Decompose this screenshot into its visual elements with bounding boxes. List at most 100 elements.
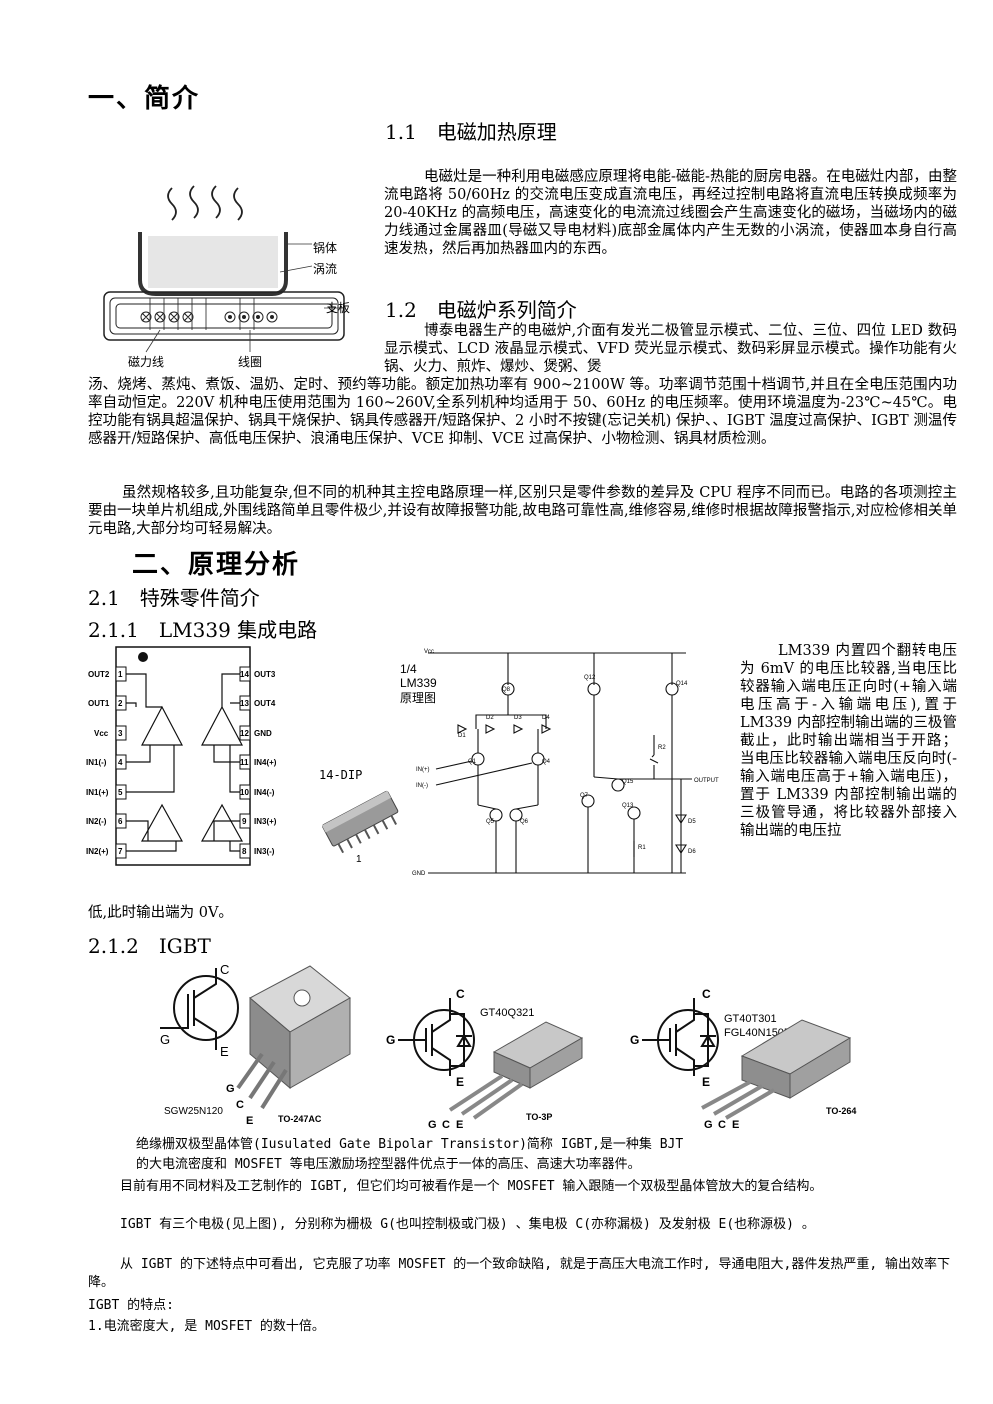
label-plate: 支板	[326, 301, 350, 315]
svg-text:G: G	[160, 1032, 170, 1047]
coil-right	[224, 311, 278, 323]
section-1-1-heading: 1.1 电磁加热原理	[385, 120, 557, 144]
pot-body	[138, 232, 288, 296]
pin-number: 13	[240, 699, 249, 708]
igbt-symbol-2	[398, 998, 475, 1076]
pin-label-right: IN3(+)	[254, 817, 277, 826]
igbt-symbol-1	[160, 968, 239, 1050]
pot-contents	[148, 236, 278, 288]
pin-label-left: IN1(-)	[86, 758, 107, 767]
section1-title: 一、简介	[88, 84, 201, 114]
svg-text:G: G	[704, 1119, 713, 1128]
svg-text:IN(+): IN(+)	[416, 767, 430, 773]
label-coil: 线圈	[238, 355, 262, 369]
svg-text:D4: D4	[542, 715, 550, 721]
dip-package: 1	[321, 790, 399, 864]
svg-text:D6: D6	[688, 849, 696, 855]
svg-text:Q5: Q5	[486, 819, 495, 825]
model-gt40t301: GT40T301	[724, 1013, 777, 1025]
pkg-to3p: TO-3P	[526, 1112, 552, 1122]
pin-number: 6	[118, 817, 123, 826]
igbt-feature-1: 1.电流密度大, 是 MOSFET 的数十倍。	[88, 1319, 325, 1334]
igbt-features-heading: IGBT 的特点:	[88, 1298, 174, 1313]
svg-text:Vcc: Vcc	[424, 649, 434, 655]
model-gt40q321: GT40Q321	[480, 1007, 534, 1019]
pin-number: 5	[118, 788, 123, 797]
paragraph-series-b: 汤、烧烤、蒸炖、煮饭、温奶、定时、预约等功能。额定加热功率有 900~2100W…	[88, 377, 957, 447]
dip-label: 14-DIP	[319, 768, 363, 782]
pin-label-left: Vcc	[94, 729, 109, 738]
paragraph-principle: 电磁灶是一种利用电磁感应原理将电能-磁能-热能的厨房电器。在电磁灶内部，由整流电…	[384, 169, 957, 257]
svg-text:R1: R1	[638, 845, 646, 851]
svg-text:Q8: Q8	[502, 687, 511, 693]
svg-text:C: C	[442, 1119, 450, 1128]
svg-text:Q4: Q4	[542, 759, 551, 765]
svg-text:G: G	[226, 1083, 235, 1095]
svg-text:E: E	[732, 1119, 739, 1128]
section-1-2-heading: 1.2 电磁炉系列简介	[385, 298, 577, 322]
pin-label-right: IN4(-)	[254, 788, 275, 797]
paragraph-lm339: LM339 内置四个翻转电压为 6mV 的电压比较器,当电压比较器输入端电压正向…	[740, 643, 957, 839]
svg-text:OUTPUT: OUTPUT	[694, 778, 719, 784]
pin-number: 11	[240, 758, 249, 767]
pin-label-left: IN2(-)	[86, 817, 107, 826]
pin-number: 8	[242, 847, 247, 856]
igbt-intro-line1: 绝缘栅双极型晶体管(Iusulated Gate Bipolar Transis…	[136, 1137, 684, 1152]
pin-number: 14	[240, 670, 249, 679]
pkg-to247ac: TO-247AC	[278, 1114, 322, 1124]
induction-heating-figure: 锅体 涡流 支板 磁力线 线圈	[103, 185, 350, 369]
pkg-to264: TO-264	[826, 1106, 856, 1116]
igbt-paragraph-electrodes: IGBT 有三个电极(见上图), 分别称为栅极 G(也叫控制极或门极) 、集电极…	[120, 1217, 815, 1232]
pin-number: 3	[118, 729, 123, 738]
svg-text:D2: D2	[486, 715, 494, 721]
igbt-symbol-3	[642, 998, 719, 1076]
pin-number: 10	[240, 788, 249, 797]
svg-text:D1: D1	[458, 733, 466, 739]
svg-text:D3: D3	[514, 715, 522, 721]
leader-lines	[145, 243, 344, 353]
svg-text:G: G	[630, 1033, 639, 1047]
model-sgw25n120: SGW25N120	[164, 1106, 223, 1117]
pin-number: 2	[118, 699, 123, 708]
pin-label-left: OUT2	[88, 670, 110, 679]
igbt-paragraph-advantage: 从 IGBT 的下述特点中可看出, 它克服了功率 MOSFET 的一个致命缺陷,…	[88, 1257, 951, 1290]
svg-text:E: E	[456, 1075, 464, 1089]
pin-label-right: OUT3	[254, 670, 276, 679]
pin-label-right: IN3(-)	[254, 847, 275, 856]
pin-number: 7	[118, 847, 123, 856]
package-to247	[236, 965, 351, 1110]
svg-text:R2: R2	[658, 745, 666, 751]
pin-label-left: IN1(+)	[86, 788, 109, 797]
section-2-1-2-heading: 2.1.2 IGBT	[88, 934, 211, 958]
section-2-1-heading: 2.1 特殊零件简介	[88, 586, 260, 610]
svg-text:D5: D5	[688, 819, 696, 825]
svg-text:E: E	[456, 1119, 463, 1128]
schematic-labels: Vcc IN(+) IN(-) OUTPUT GND Q8 Q12 Q14 D2…	[412, 649, 719, 877]
pin-number: 4	[118, 758, 123, 767]
svg-text:C: C	[702, 987, 711, 1001]
schematic-subtitle: 原理图	[400, 691, 436, 705]
label-eddy: 涡流	[313, 262, 337, 276]
svg-text:C: C	[220, 962, 229, 977]
support-plate	[103, 291, 345, 341]
svg-text:C: C	[236, 1099, 244, 1111]
svg-text:E: E	[246, 1115, 253, 1127]
svg-text:IN(-): IN(-)	[416, 783, 428, 789]
section-2-1-1-heading: 2.1.1 LM339 集成电路	[88, 618, 318, 642]
svg-text:Q1: Q1	[468, 759, 477, 765]
pin-number: 12	[240, 729, 249, 738]
flux-lines	[149, 298, 255, 330]
igbt-paragraph-structure: 目前有用不同材料及工艺制作的 IGBT, 但它们均可被看作是一个 MOSFET …	[120, 1179, 823, 1194]
pin-label-left: IN2(+)	[86, 847, 109, 856]
svg-text:Q12: Q12	[584, 675, 596, 681]
label-pot: 锅体	[313, 240, 337, 255]
pin-label-right: IN4(+)	[254, 758, 277, 767]
igbt-intro-line2: 的大电流密度和 MOSFET 等电压激励场控型器件优点于一体的高压、高速大功率器…	[136, 1157, 641, 1172]
svg-text:C: C	[718, 1119, 726, 1128]
paragraph-summary: 虽然规格较多,且功能复杂,但不同的机种其主控电路原理一样,区别只是零件参数的差异…	[88, 485, 957, 537]
steam-icon	[167, 185, 243, 221]
pin-label-right: OUT4	[254, 699, 276, 708]
svg-text:G: G	[386, 1033, 395, 1047]
igbt-figure: C G E G C E SGW25N120 TO-247AC C G E GT4…	[160, 962, 856, 1128]
lm339-schematic: 1/4 LM339 原理图 Vcc IN(+) IN(-) OUTPUT GND…	[400, 649, 719, 877]
